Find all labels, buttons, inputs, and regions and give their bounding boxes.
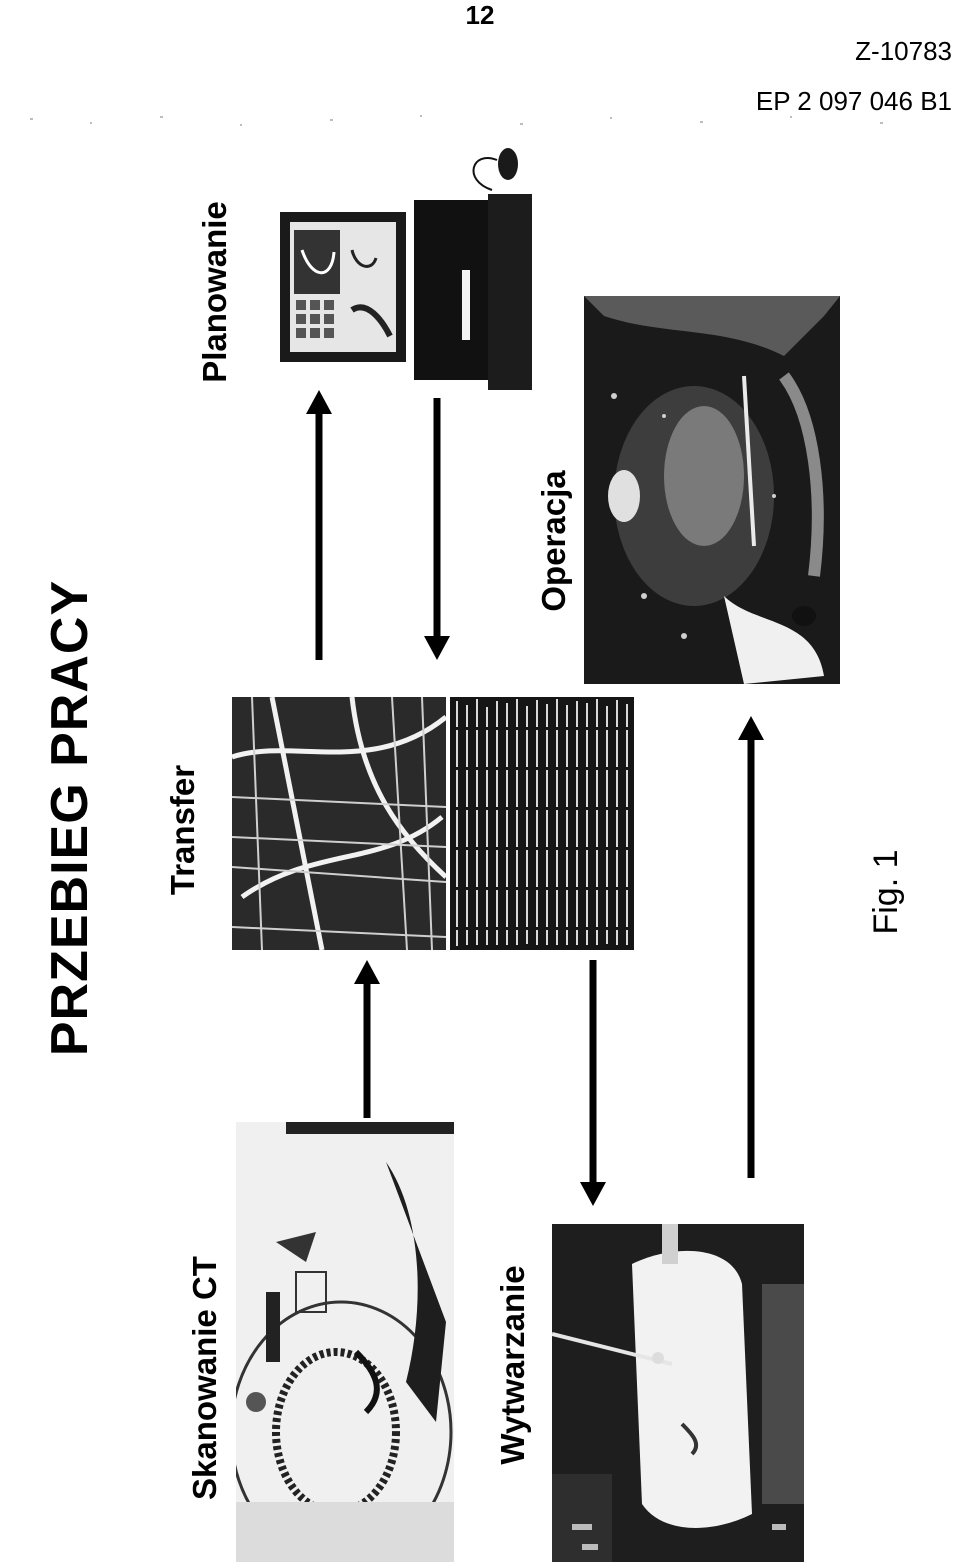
scan-noise [30, 115, 883, 126]
arrow-transfer-to-manufacturing [578, 960, 608, 1206]
page-number: 12 [465, 0, 495, 30]
patent-number: EP 2 097 046 B1 [755, 86, 952, 116]
label-transfer: Transfer [164, 764, 201, 896]
manufacturing-photo [552, 1224, 804, 1562]
label-planning: Planowanie [196, 201, 233, 383]
arrow-transfer-to-planning [304, 390, 334, 660]
label-surgery: Operacja [535, 470, 572, 612]
binary-data-photo [450, 697, 634, 950]
figure-caption: Fig. 1 [867, 849, 905, 935]
label-scanning: Skanowanie CT [186, 1256, 223, 1500]
planning-workstation-image [272, 140, 538, 390]
transfer-network-photo [232, 697, 446, 950]
arrow-planning-to-transfer [422, 398, 452, 660]
arrow-manufacturing-to-surgery [736, 716, 766, 1178]
surgery-photo [584, 296, 840, 684]
ct-scanner-photo [236, 1122, 454, 1562]
arrow-scan-to-transfer [352, 960, 382, 1118]
document-code: Z-10783 [855, 36, 952, 66]
figure-title: PRZEBIEG PRACY [41, 579, 99, 1057]
label-manufacturing: Wytwarzanie [494, 1265, 531, 1465]
